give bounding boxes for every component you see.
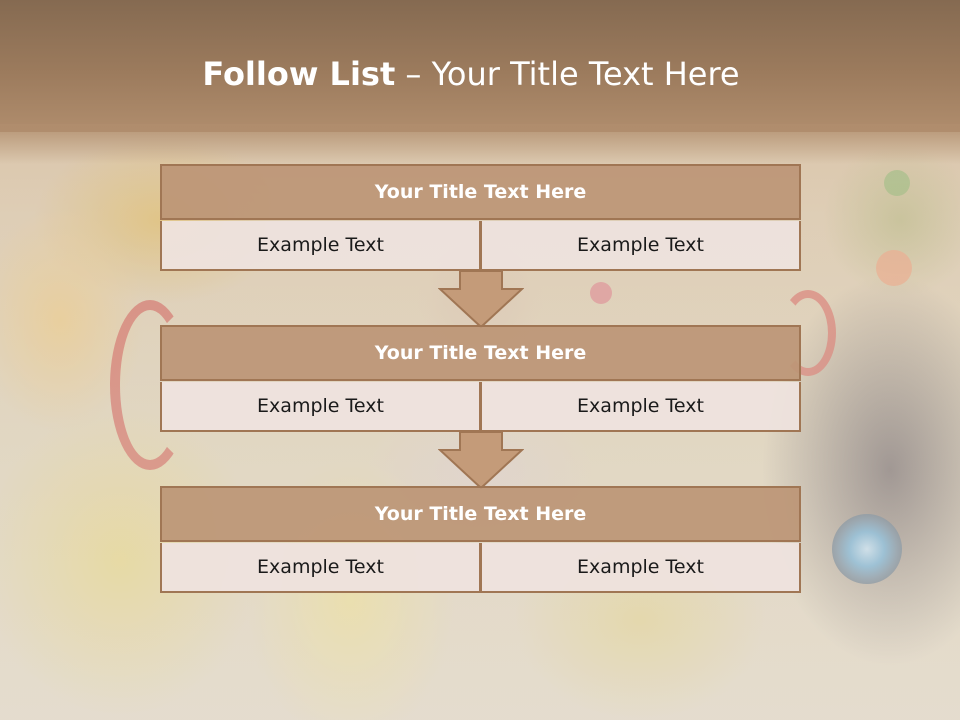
header-band	[0, 0, 960, 132]
down-arrow-icon	[438, 432, 524, 490]
flow-step-3: Your Title Text Here Example Text Exampl…	[160, 486, 801, 593]
background-decoration	[876, 250, 912, 286]
step-cell-left: Example Text	[160, 221, 481, 271]
step-cell-right: Example Text	[481, 543, 801, 593]
slide-title-bold: Follow List	[202, 55, 396, 93]
header-fade	[0, 124, 960, 164]
background-decoration	[832, 514, 902, 584]
flow-step-2: Your Title Text Here Example Text Exampl…	[160, 325, 801, 432]
background-decoration	[884, 170, 910, 196]
step-cell-right: Example Text	[481, 221, 801, 271]
background-decoration	[110, 300, 190, 470]
step-title: Your Title Text Here	[160, 325, 801, 381]
step-row: Example Text Example Text	[160, 221, 801, 271]
step-title: Your Title Text Here	[160, 164, 801, 220]
step-row: Example Text Example Text	[160, 543, 801, 593]
step-row: Example Text Example Text	[160, 382, 801, 432]
flow-step-1: Your Title Text Here Example Text Exampl…	[160, 164, 801, 271]
step-cell-left: Example Text	[160, 543, 481, 593]
step-title: Your Title Text Here	[160, 486, 801, 542]
step-cell-left: Example Text	[160, 382, 481, 432]
step-cell-right: Example Text	[481, 382, 801, 432]
background-decoration	[590, 282, 612, 304]
slide-title-rest: – Your Title Text Here	[395, 55, 740, 93]
down-arrow-icon	[438, 271, 524, 329]
slide-title: Follow List – Your Title Text Here	[0, 52, 942, 96]
background-decoration	[780, 290, 836, 376]
